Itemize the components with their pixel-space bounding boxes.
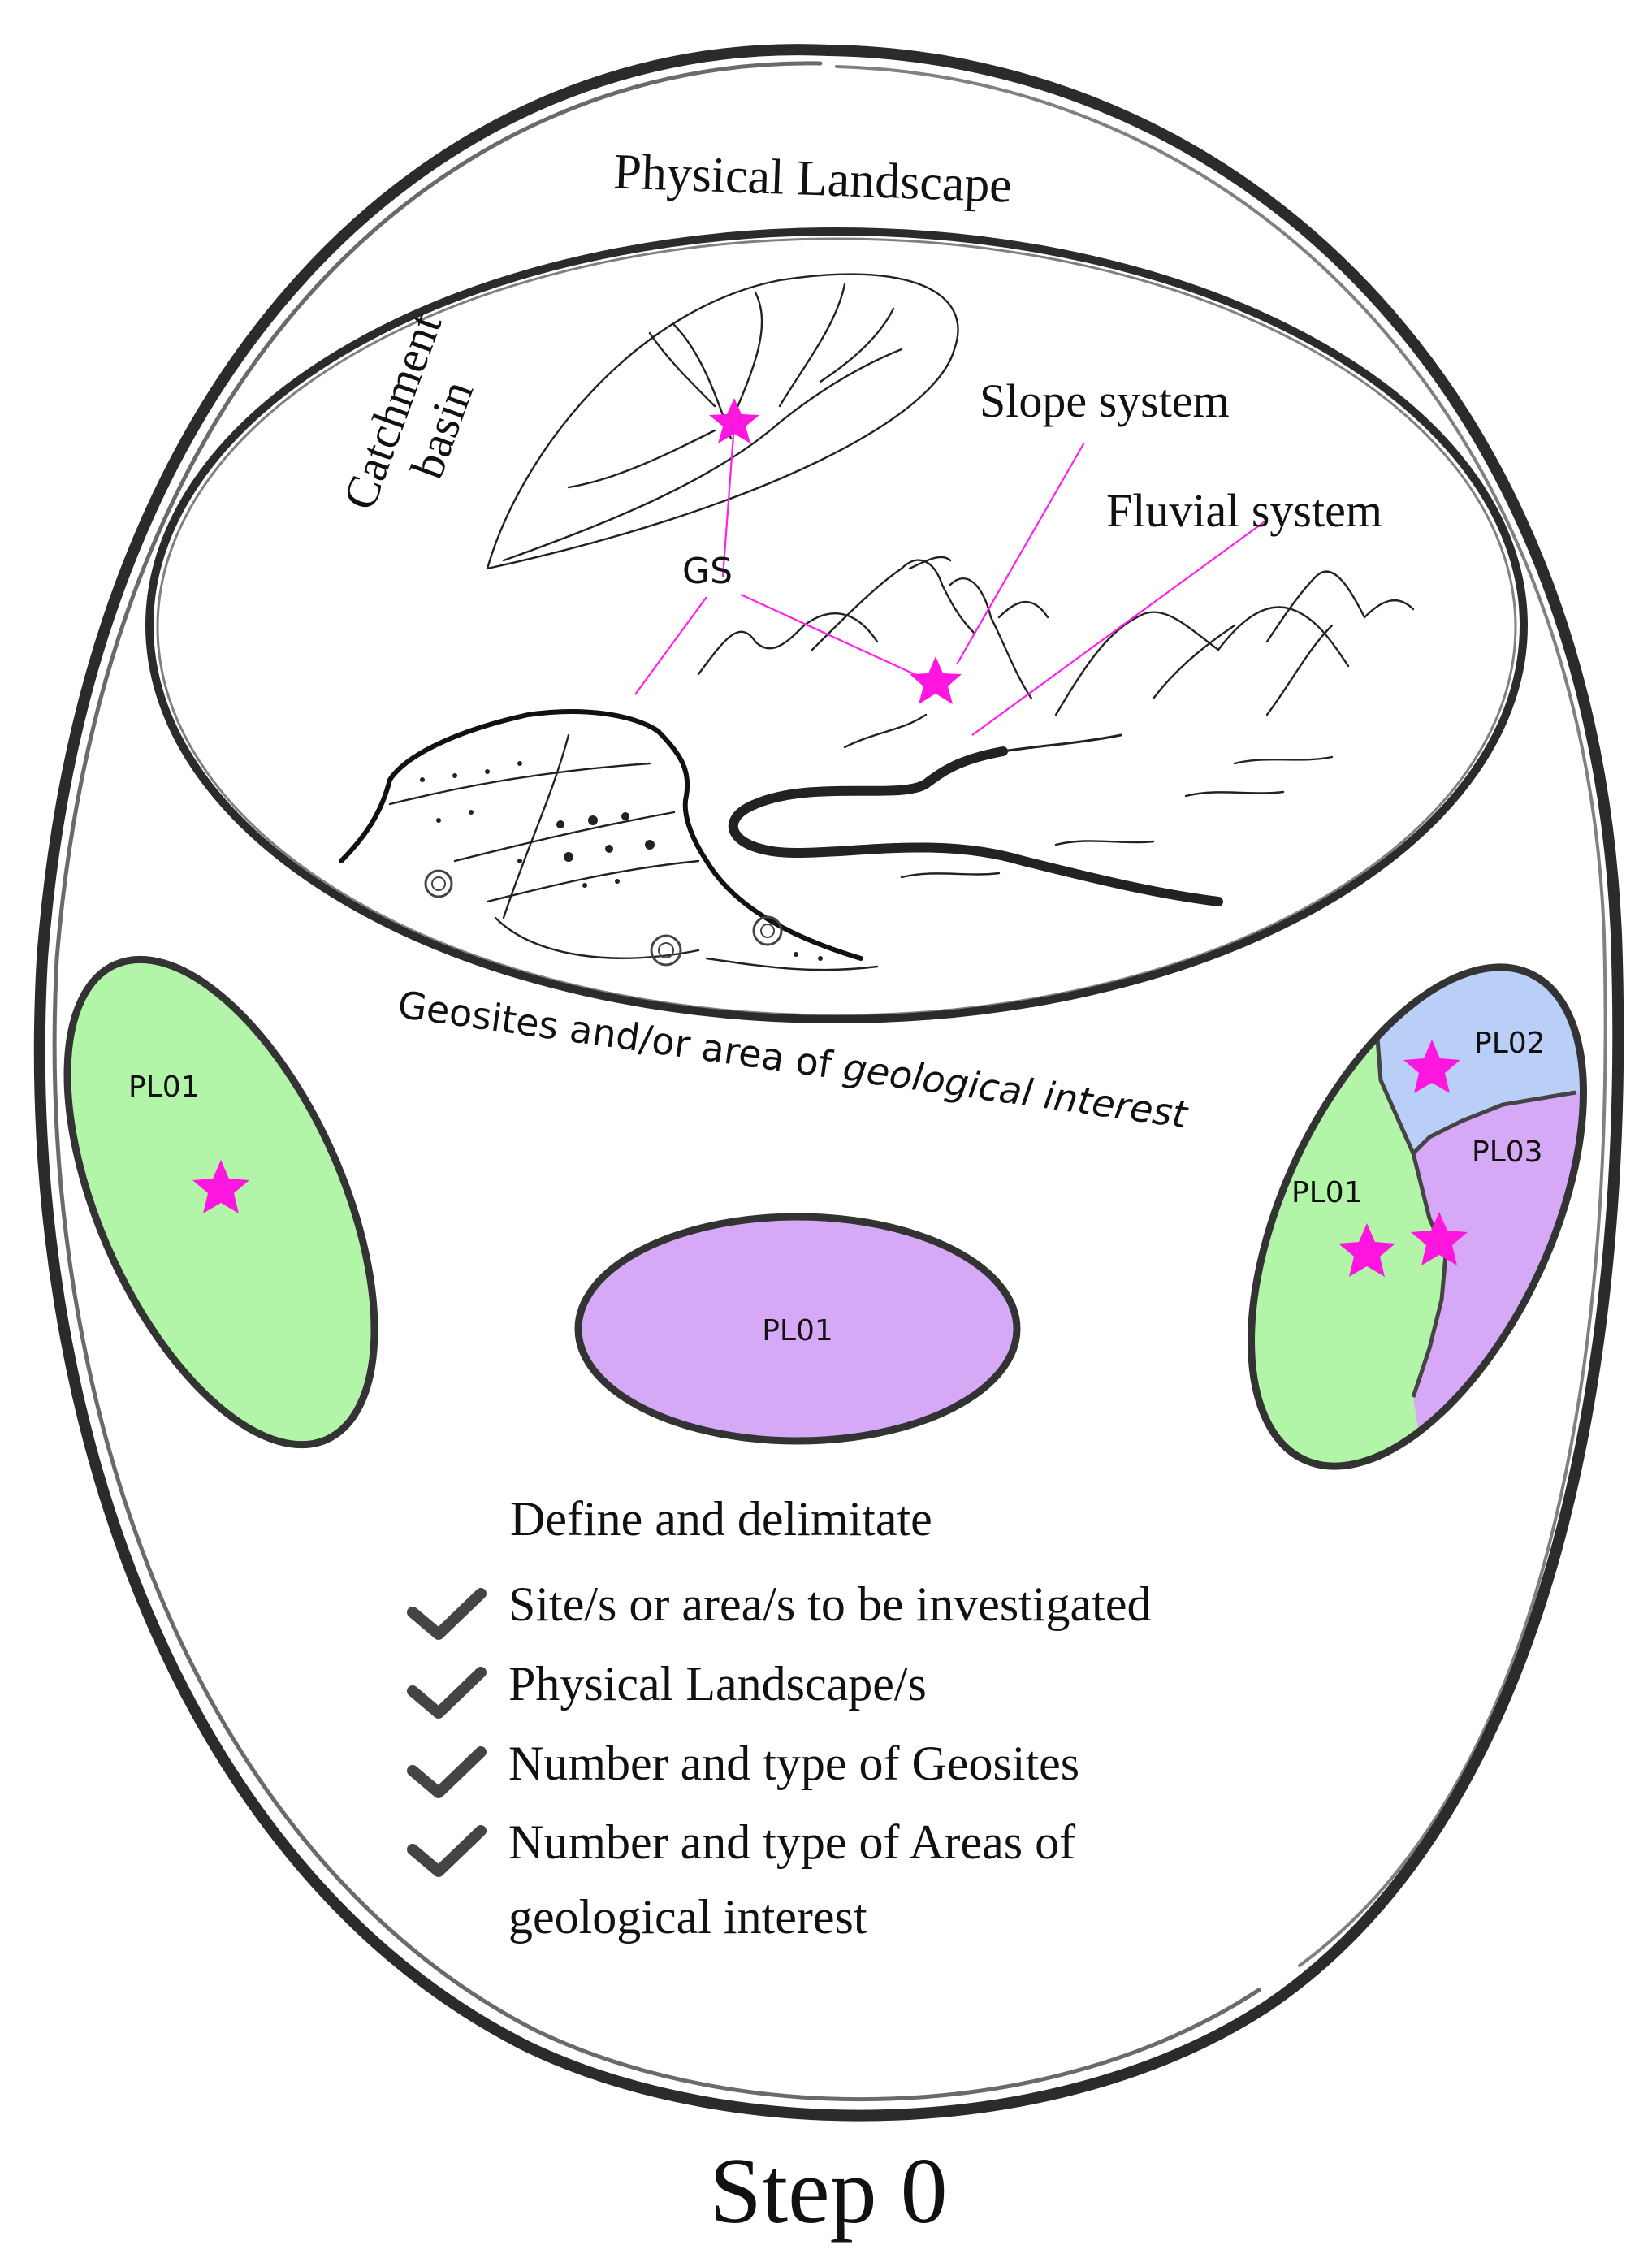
checklist-heading: Define and delimitate	[510, 1492, 932, 1546]
check-icon	[407, 1746, 487, 1798]
checklist-item-text: Number and type of Areas of	[508, 1815, 1075, 1869]
check-icon	[407, 1825, 487, 1877]
checklist-item: Number and type of Areas of geological i…	[407, 1815, 1075, 1944]
star-area-right-pl01	[1338, 1223, 1395, 1277]
star-catchment	[709, 398, 759, 443]
checklist-item-text: Physical Landscape/s	[508, 1657, 927, 1711]
area-left-label: PL01	[128, 1071, 200, 1104]
area-left: PL01	[63, 955, 378, 1449]
title-physical-landscape: Physical Landscape	[612, 144, 1013, 213]
area-right-label-pl03: PL03	[1472, 1135, 1543, 1169]
check-icon	[407, 1588, 487, 1640]
outer-egg	[33, 44, 1624, 2122]
catchment-basin-sketch	[486, 273, 959, 570]
gs-connections	[634, 423, 1268, 736]
checklist-item: Physical Landscape/s	[407, 1657, 927, 1719]
area-right-label-pl02: PL02	[1474, 1027, 1546, 1060]
area-center-label: PL01	[762, 1314, 833, 1347]
check-icon	[407, 1667, 487, 1719]
star-area-right-pl03	[1411, 1212, 1468, 1265]
checklist-item-text-continued: geological interest	[508, 1890, 867, 1944]
step-label: Step 0	[709, 2139, 947, 2243]
subtitle-italic: geological interest	[841, 1045, 1191, 1136]
area-right-label-pl01: PL01	[1291, 1176, 1363, 1209]
star-area-right-pl02	[1403, 1040, 1460, 1093]
gs-label: GS	[682, 551, 733, 592]
checklist-item-text: Number and type of Geosites	[508, 1737, 1079, 1790]
inner-ellipse	[145, 227, 1528, 1023]
fluvial-system-label: Fluvial system	[1106, 484, 1382, 537]
checklist: Define and delimitate Site/s or area/s t…	[407, 1492, 1151, 1944]
checklist-item: Site/s or area/s to be investigated	[407, 1577, 1151, 1640]
checklist-item: Number and type of Geosites	[407, 1737, 1079, 1798]
inner-stars	[709, 398, 962, 704]
area-center: PL01	[574, 1213, 1021, 1445]
checklist-item-text: Site/s or area/s to be investigated	[508, 1577, 1151, 1631]
slope-system-label: Slope system	[980, 374, 1230, 427]
rock-outcrop-sketch	[339, 709, 879, 971]
subtitle-geosites: Geosites and/or area of geological inter…	[395, 982, 1191, 1136]
river-sketch	[728, 733, 1223, 906]
star-area-left	[192, 1160, 249, 1213]
mountains-sketch	[697, 556, 1415, 879]
star-slope	[910, 656, 962, 704]
